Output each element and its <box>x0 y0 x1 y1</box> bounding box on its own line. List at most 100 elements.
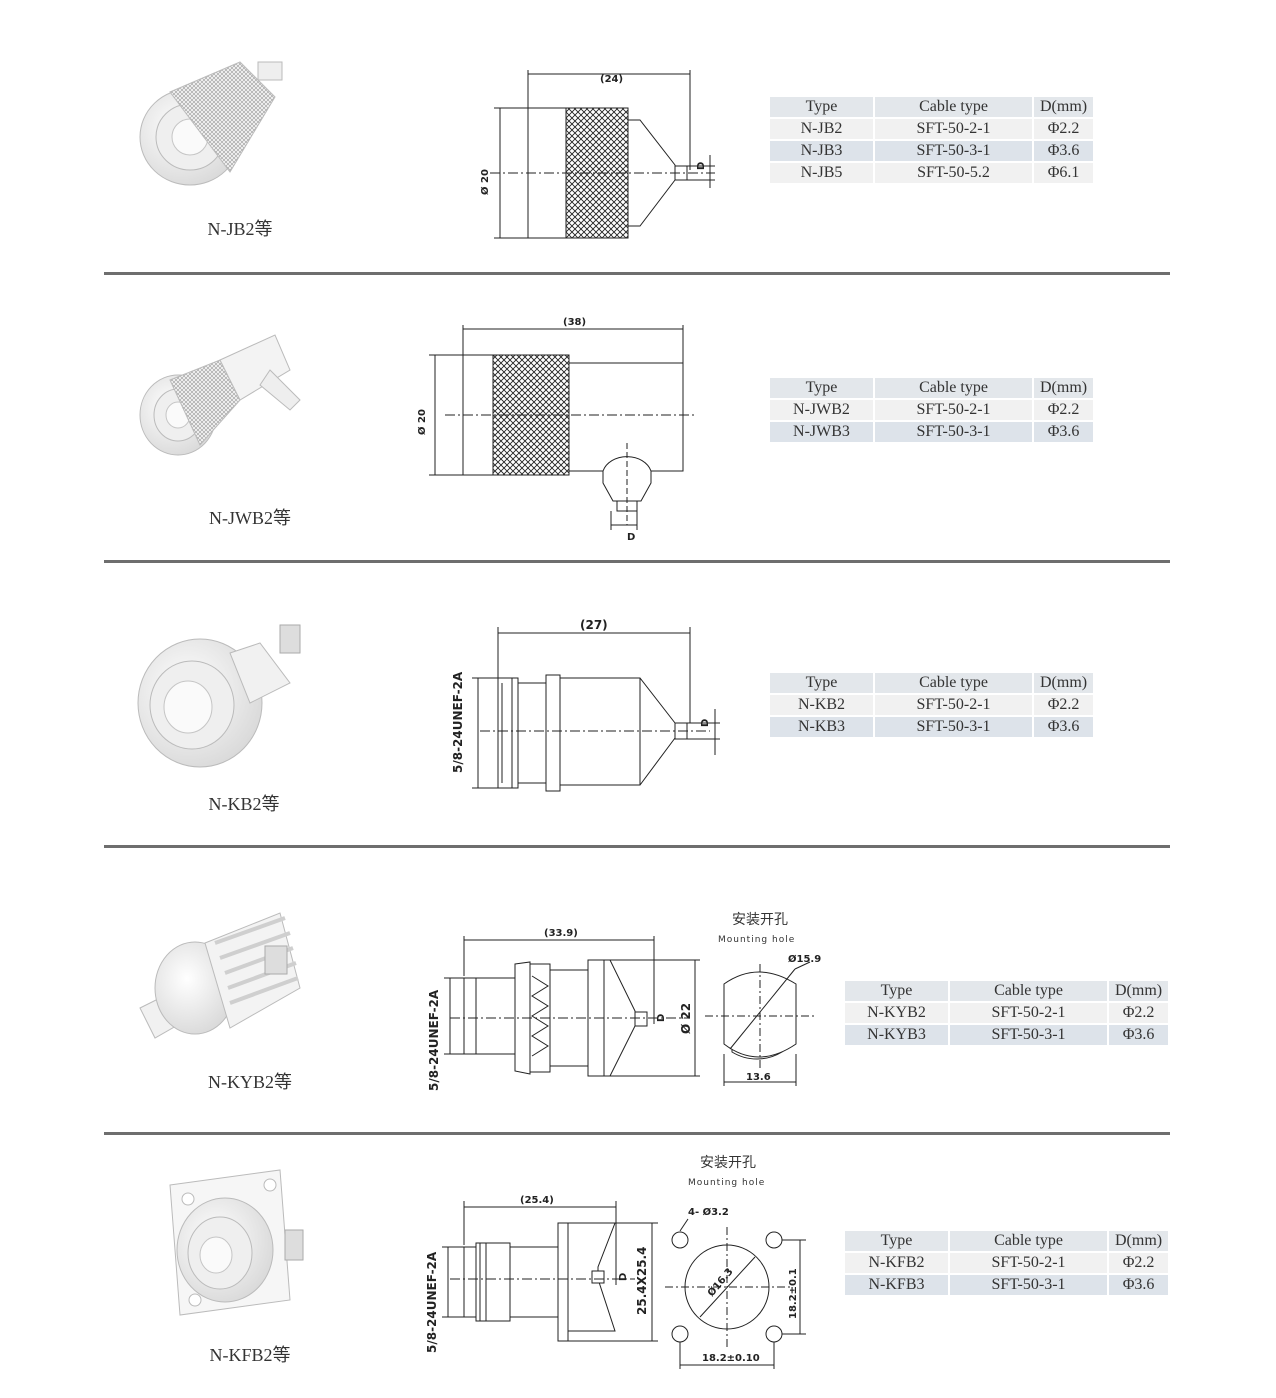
header-cable-type: Cable type <box>950 981 1107 1001</box>
hole-flat-dimension: 13.6 <box>746 1072 771 1083</box>
table-row: N-JWB2 SFT-50-2-1 Φ2.2 <box>770 400 1094 420</box>
cell-type: N-KYB3 <box>845 1025 948 1045</box>
table-header-row: Type Cable type D(mm) <box>770 378 1094 398</box>
connector-photo-n-kfb2 <box>169 1169 304 1316</box>
vertical-pitch-dimension: 18.2±0.1 <box>788 1268 799 1319</box>
d-dimension: D <box>696 162 707 170</box>
cell-cable: SFT-50-5.2 <box>875 163 1032 183</box>
table-header-row: Type Cable type D(mm) <box>770 673 1094 693</box>
product-caption: N-JWB2等 <box>209 508 291 528</box>
diameter-dimension: Ø 22 <box>679 1003 693 1034</box>
cell-type: N-KFB3 <box>845 1275 948 1295</box>
product-caption: N-JB2等 <box>207 219 273 239</box>
product-section-n-jb2: N-JB2等 (24) Ø 20 D Type Cable type D(mm)… <box>0 0 1276 275</box>
section-divider <box>104 845 1170 848</box>
mounting-hole-drawing-n-kfb2: 安装开孔 Mounting hole 4- Ø3.2 Ø16.3 18.2±0.… <box>665 1155 806 1369</box>
header-cable-type: Cable type <box>875 378 1032 398</box>
mounting-hole-title-en: Mounting hole <box>688 1178 765 1188</box>
header-type: Type <box>770 97 873 117</box>
table-row: N-JB3 SFT-50-3-1 Φ3.6 <box>770 141 1094 161</box>
d-dimension: D <box>627 532 635 543</box>
flange-dimension: 25.4X25.4 <box>635 1247 649 1315</box>
table-row: N-KB2 SFT-50-2-1 Φ2.2 <box>770 695 1094 715</box>
cell-d: Φ6.1 <box>1034 163 1094 183</box>
mounting-hole-title-en: Mounting hole <box>718 935 795 945</box>
technical-drawing-n-kyb2: (33.9) 5/8-24UNEF-2A Ø 22 D <box>427 928 700 1091</box>
cell-d: Φ3.6 <box>1034 141 1094 161</box>
connector-photo-n-jb2 <box>139 61 283 186</box>
mounting-hole-title-cn: 安装开孔 <box>700 1155 756 1171</box>
header-type: Type <box>770 673 873 693</box>
header-d: D(mm) <box>1109 981 1169 1001</box>
cell-cable: SFT-50-2-1 <box>950 1253 1107 1273</box>
technical-drawing-n-jb2: (24) Ø 20 D <box>479 70 715 239</box>
cell-cable: SFT-50-2-1 <box>875 119 1032 139</box>
table-row: N-JB5 SFT-50-5.2 Φ6.1 <box>770 163 1094 183</box>
table-row: N-KFB3 SFT-50-3-1 Φ3.6 <box>845 1275 1169 1295</box>
table-row: N-KFB2 SFT-50-2-1 Φ2.2 <box>845 1253 1169 1273</box>
diameter-dimension: Ø 20 <box>416 409 428 435</box>
length-dimension: (24) <box>600 74 623 85</box>
spec-table-n-jb2: Type Cable type D(mm) N-JB2 SFT-50-2-1 Φ… <box>768 95 1095 185</box>
cell-cable: SFT-50-2-1 <box>875 400 1032 420</box>
length-dimension: (33.9) <box>544 928 578 939</box>
table-row: N-KYB2 SFT-50-2-1 Φ2.2 <box>845 1003 1169 1023</box>
header-type: Type <box>845 981 948 1001</box>
cell-cable: SFT-50-3-1 <box>950 1025 1107 1045</box>
technical-drawing-n-jwb2: (38) D Ø 20 <box>416 317 695 543</box>
cell-type: N-JWB3 <box>770 422 873 442</box>
section-divider <box>104 1132 1170 1135</box>
cell-d: Φ2.2 <box>1109 1003 1169 1023</box>
technical-drawing-n-kb2: (27) 5/8-24UNEF-2A D <box>451 618 720 792</box>
header-d: D(mm) <box>1034 673 1094 693</box>
header-type: Type <box>845 1231 948 1251</box>
cell-cable: SFT-50-3-1 <box>950 1275 1107 1295</box>
table-header-row: Type Cable type D(mm) <box>770 97 1094 117</box>
mounting-hole-title-cn: 安装开孔 <box>732 912 788 928</box>
spec-table-n-kb2: Type Cable type D(mm) N-KB2 SFT-50-2-1 Φ… <box>768 671 1095 739</box>
product-section-n-kb2: N-KB2等 (27) 5/8-24UNEF-2A D Type Cable t… <box>0 563 1276 847</box>
cell-cable: SFT-50-2-1 <box>875 695 1032 715</box>
section-divider <box>104 272 1170 275</box>
thread-dimension: 5/8-24UNEF-2A <box>427 989 441 1091</box>
product-section-n-kyb2: N-KYB2等 (33.9) 5/8-24UNEF-2A Ø 22 D 安装开孔… <box>0 848 1276 1135</box>
product-caption: N-KYB2等 <box>208 1072 292 1092</box>
table-header-row: Type Cable type D(mm) <box>845 981 1169 1001</box>
connector-photo-n-jwb2 <box>139 334 301 456</box>
header-cable-type: Cable type <box>875 97 1032 117</box>
cell-type: N-JB2 <box>770 119 873 139</box>
cell-type: N-KB3 <box>770 717 873 737</box>
product-section-n-kfb2: N-KFB2等 (25.4) 5/8-24UNEF-2A 25.4X25.4 D… <box>0 1135 1276 1398</box>
cell-d: Φ3.6 <box>1109 1025 1169 1045</box>
header-d: D(mm) <box>1034 378 1094 398</box>
length-dimension: (25.4) <box>520 1195 554 1206</box>
cell-type: N-KYB2 <box>845 1003 948 1023</box>
cell-cable: SFT-50-3-1 <box>875 141 1032 161</box>
section-divider <box>104 560 1170 563</box>
connector-photo-n-kb2 <box>137 624 301 768</box>
holes-dimension: 4- Ø3.2 <box>688 1206 729 1218</box>
thread-dimension: 5/8-24UNEF-2A <box>425 1251 439 1353</box>
spec-table-n-kyb2: Type Cable type D(mm) N-KYB2 SFT-50-2-1 … <box>843 979 1170 1047</box>
cell-cable: SFT-50-3-1 <box>875 717 1032 737</box>
cell-type: N-JB5 <box>770 163 873 183</box>
table-row: N-JB2 SFT-50-2-1 Φ2.2 <box>770 119 1094 139</box>
cell-cable: SFT-50-2-1 <box>950 1003 1107 1023</box>
d-dimension: D <box>700 719 711 727</box>
header-cable-type: Cable type <box>875 673 1032 693</box>
cell-d: Φ2.2 <box>1034 695 1094 715</box>
cell-d: Φ2.2 <box>1034 119 1094 139</box>
cell-type: N-JWB2 <box>770 400 873 420</box>
cell-type: N-JB3 <box>770 141 873 161</box>
cell-d: Φ2.2 <box>1109 1253 1169 1273</box>
header-d: D(mm) <box>1034 97 1094 117</box>
product-caption: N-KFB2等 <box>209 1345 291 1365</box>
length-dimension: (27) <box>580 618 608 632</box>
d-dimension: D <box>656 1014 667 1022</box>
length-dimension: (38) <box>563 317 586 328</box>
cell-d: Φ3.6 <box>1034 717 1094 737</box>
thread-dimension: 5/8-24UNEF-2A <box>451 671 465 773</box>
product-section-n-jwb2: N-JWB2等 (38) D Ø 20 Type Cable type D(mm… <box>0 275 1276 562</box>
d-dimension: D <box>618 1273 629 1281</box>
hole-diameter-dimension: Ø15.9 <box>788 953 821 965</box>
